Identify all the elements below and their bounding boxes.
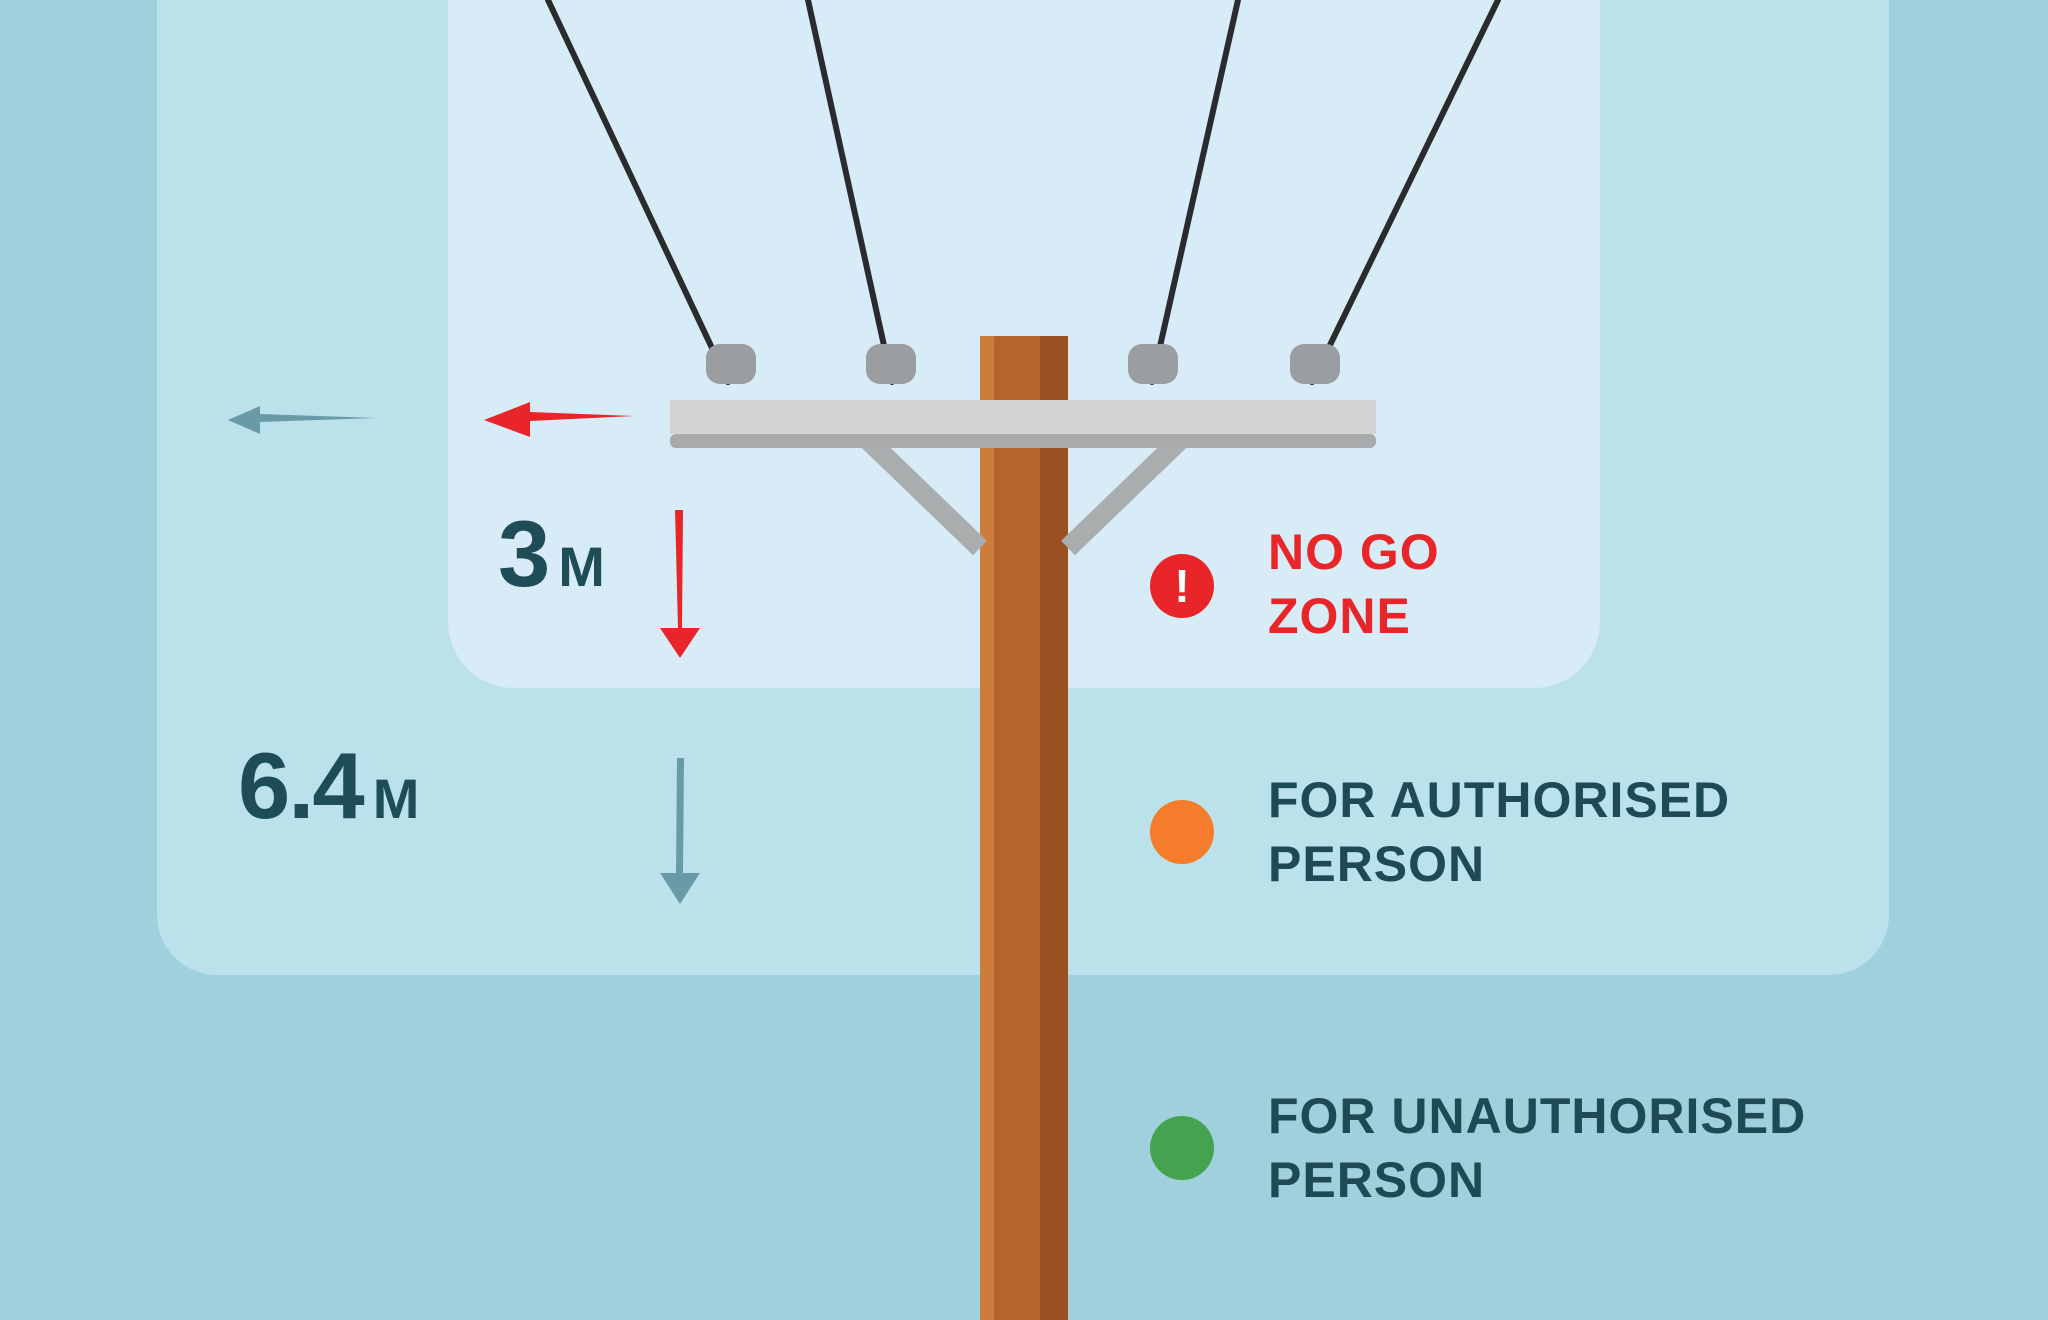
wooden-pole bbox=[980, 336, 1068, 1320]
no-go-distance-value: 3 bbox=[498, 501, 550, 606]
legend-authorised-line1: FOR AUTHORISED bbox=[1268, 772, 1731, 828]
power-lines bbox=[545, 0, 1501, 385]
insulators bbox=[706, 344, 1340, 384]
no-go-distance-unit: M bbox=[558, 535, 605, 598]
arrow-down-red-icon bbox=[660, 510, 700, 658]
crossarm-braces bbox=[861, 432, 1187, 556]
legend-no-go-line1: NO GO bbox=[1268, 524, 1440, 580]
authorised-distance-unit: M bbox=[372, 767, 420, 830]
exclamation-glyph: ! bbox=[1174, 560, 1190, 612]
arrow-left-red-icon bbox=[484, 402, 634, 437]
arrow-down-teal-icon bbox=[660, 758, 700, 904]
orange-dot-icon bbox=[1150, 800, 1214, 864]
authorised-distance-value: 6.4 bbox=[238, 733, 365, 838]
arrow-left-teal-icon bbox=[228, 406, 376, 434]
legend-authorised-line2: PERSON bbox=[1268, 836, 1486, 892]
legend-no-go-zone: NO GO ZONE bbox=[1268, 520, 1440, 648]
green-dot-icon bbox=[1150, 1116, 1214, 1180]
legend-authorised-person: FOR AUTHORISED PERSON bbox=[1268, 768, 1730, 896]
legend-unauthorised-line1: FOR UNAUTHORISED bbox=[1268, 1088, 1807, 1144]
legend-unauthorised-line2: PERSON bbox=[1268, 1152, 1486, 1208]
legend-no-go-line2: ZONE bbox=[1268, 588, 1411, 644]
exclamation-icon: ! bbox=[1150, 554, 1214, 618]
crossarm bbox=[670, 400, 1376, 448]
legend-unauthorised-person: FOR UNAUTHORISED PERSON bbox=[1268, 1084, 1806, 1212]
